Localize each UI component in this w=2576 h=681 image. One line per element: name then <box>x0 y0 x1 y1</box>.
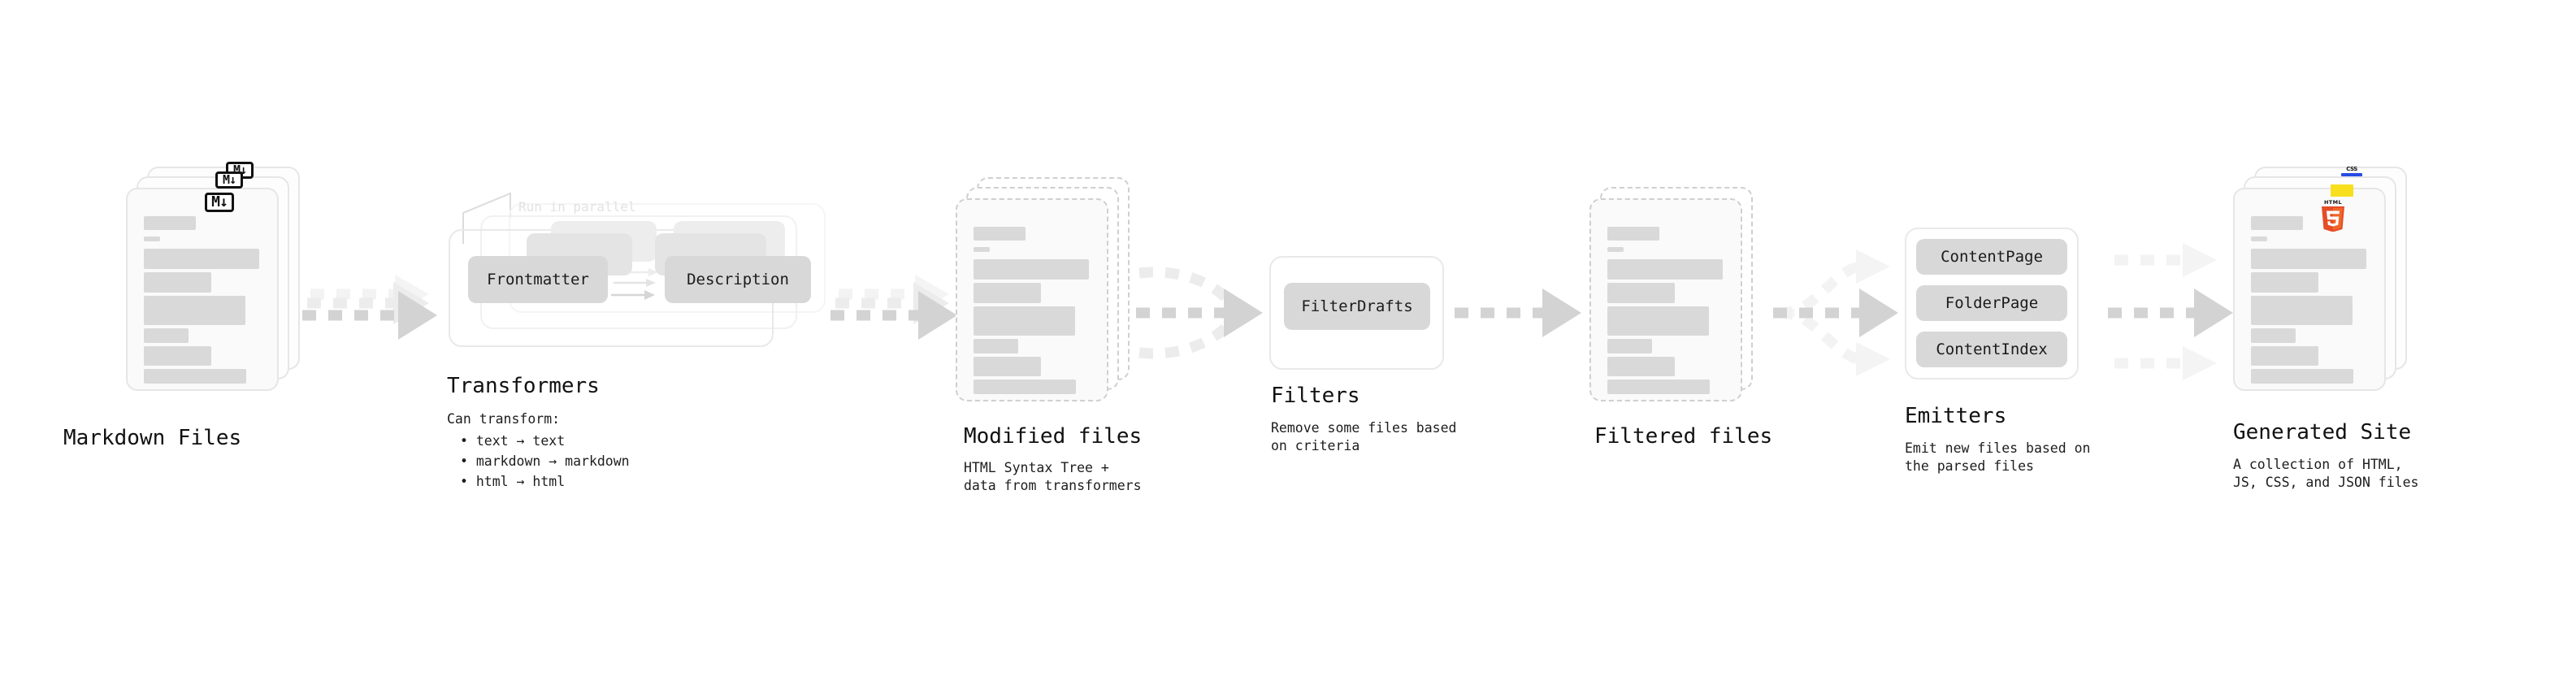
stage-title-filtered-files: Filtered files <box>1594 424 1773 449</box>
skeleton-bar <box>2251 369 2353 384</box>
css-badge: CSS <box>2341 166 2362 176</box>
arrow-markdown-to-transformers <box>302 275 437 340</box>
skeleton-bar <box>974 227 1026 241</box>
arrow-emitters-to-site <box>2108 243 2233 380</box>
site-card-front <box>2233 188 2386 391</box>
skeleton-bar <box>1607 306 1709 336</box>
css-badge-label: CSS <box>2346 166 2357 172</box>
skeleton-bar <box>144 346 211 366</box>
generated-site-subtitle-line1: A collection of HTML, <box>2233 457 2403 472</box>
skeleton-bar <box>974 339 1018 354</box>
skeleton-bar <box>974 380 1076 394</box>
skeleton-bar <box>974 306 1075 336</box>
skeleton-bar <box>1607 283 1675 303</box>
markdown-card-front <box>126 188 279 391</box>
modified-files-subtitle-line1: HTML Syntax Tree + <box>964 460 1109 475</box>
stage-title-transformers: Transformers <box>447 374 600 398</box>
arrow-filters-to-filtered <box>1455 288 1581 337</box>
generated-site-subtitle-line2: JS, CSS, and JSON files <box>2233 475 2419 490</box>
transformers-subtitle: Can transform: <box>447 411 561 427</box>
stage-title-filters: Filters <box>1271 384 1360 408</box>
skeleton-bar <box>144 236 160 241</box>
filtered-file-stack <box>1589 187 1776 431</box>
filters-group: FilterDrafts <box>1269 256 1448 370</box>
emitter-chip-folderpage[interactable]: FolderPage <box>1916 285 2067 321</box>
skeleton-bar <box>974 247 990 252</box>
filters-subtitle-line1: Remove some files based <box>1271 420 1457 436</box>
svg-text:HTML: HTML <box>2324 199 2342 206</box>
list-item: • html → html <box>460 474 566 489</box>
emitter-chip-contentpage[interactable]: ContentPage <box>1916 239 2067 275</box>
skeleton-bar <box>144 328 189 343</box>
emitters-subtitle-line2: the parsed files <box>1905 458 2034 474</box>
markdown-badge: M↓ <box>205 193 234 212</box>
modified-card-front <box>956 198 1108 401</box>
skeleton-bar <box>1607 380 1710 394</box>
skeleton-bar <box>1607 357 1675 376</box>
skeleton-bar <box>144 296 245 325</box>
list-item: • text → text <box>460 433 566 449</box>
skeleton-bar <box>2251 346 2318 366</box>
generated-site-stack: CSS HTML <box>2233 166 2428 419</box>
stage-title-modified-files: Modified files <box>964 424 1143 449</box>
skeleton-bar <box>144 249 259 269</box>
markdown-file-stack: M↓ M↓ M↓ <box>126 162 313 410</box>
filters-box <box>1269 256 1444 370</box>
skeleton-bar <box>1607 259 1723 280</box>
modified-files-subtitle-line2: data from transformers <box>964 478 1142 493</box>
arrow-filtered-to-emitters <box>1773 249 1898 376</box>
skeleton-bar <box>1607 247 1624 252</box>
skeleton-bar <box>2251 328 2296 343</box>
skeleton-bar <box>144 216 196 230</box>
transformer-chip-frontmatter[interactable]: Frontmatter <box>468 256 608 303</box>
skeleton-bar <box>144 272 211 293</box>
filter-chip-filterdrafts[interactable]: FilterDrafts <box>1284 283 1430 330</box>
skeleton-bar <box>144 369 246 384</box>
list-item: • markdown → markdown <box>460 453 630 469</box>
skeleton-bar <box>2251 216 2303 230</box>
html5-badge: HTML <box>2318 197 2348 232</box>
transformer-chip-description[interactable]: Description <box>665 256 811 303</box>
skeleton-bar <box>2251 272 2318 293</box>
stage-title-generated-site: Generated Site <box>2233 420 2412 445</box>
skeleton-bar <box>974 357 1041 376</box>
markdown-badge-back-1: M↓ <box>215 171 243 189</box>
skeleton-bar <box>2251 296 2353 325</box>
skeleton-bar <box>2251 236 2267 241</box>
modified-file-stack <box>956 177 1143 421</box>
skeleton-bar <box>974 259 1089 280</box>
stage-title-markdown-files: Markdown Files <box>63 426 242 450</box>
arrow-modified-to-filters <box>1136 267 1263 359</box>
filters-subtitle-line2: on criteria <box>1271 438 1360 453</box>
skeleton-bar <box>1607 339 1652 354</box>
transformers-group: Frontmatter Description <box>445 195 835 358</box>
arrow-transformers-to-modified <box>830 275 957 340</box>
emitters-group: ContentPage FolderPage ContentIndex <box>1905 228 2092 390</box>
skeleton-bar <box>2251 249 2366 269</box>
emitters-subtitle-line1: Emit new files based on <box>1905 440 2091 456</box>
skeleton-bar <box>1607 227 1659 241</box>
transformers-bullet-list: • text → text • markdown → markdown • ht… <box>460 431 630 492</box>
filtered-card-front <box>1589 198 1742 401</box>
run-in-parallel-label: Run in parallel <box>518 199 636 215</box>
skeleton-bar <box>974 283 1041 303</box>
stage-title-emitters: Emitters <box>1905 404 2007 428</box>
emitters-box <box>1905 228 2079 380</box>
emitter-chip-contentindex[interactable]: ContentIndex <box>1916 332 2067 367</box>
js-badge <box>2331 184 2353 197</box>
